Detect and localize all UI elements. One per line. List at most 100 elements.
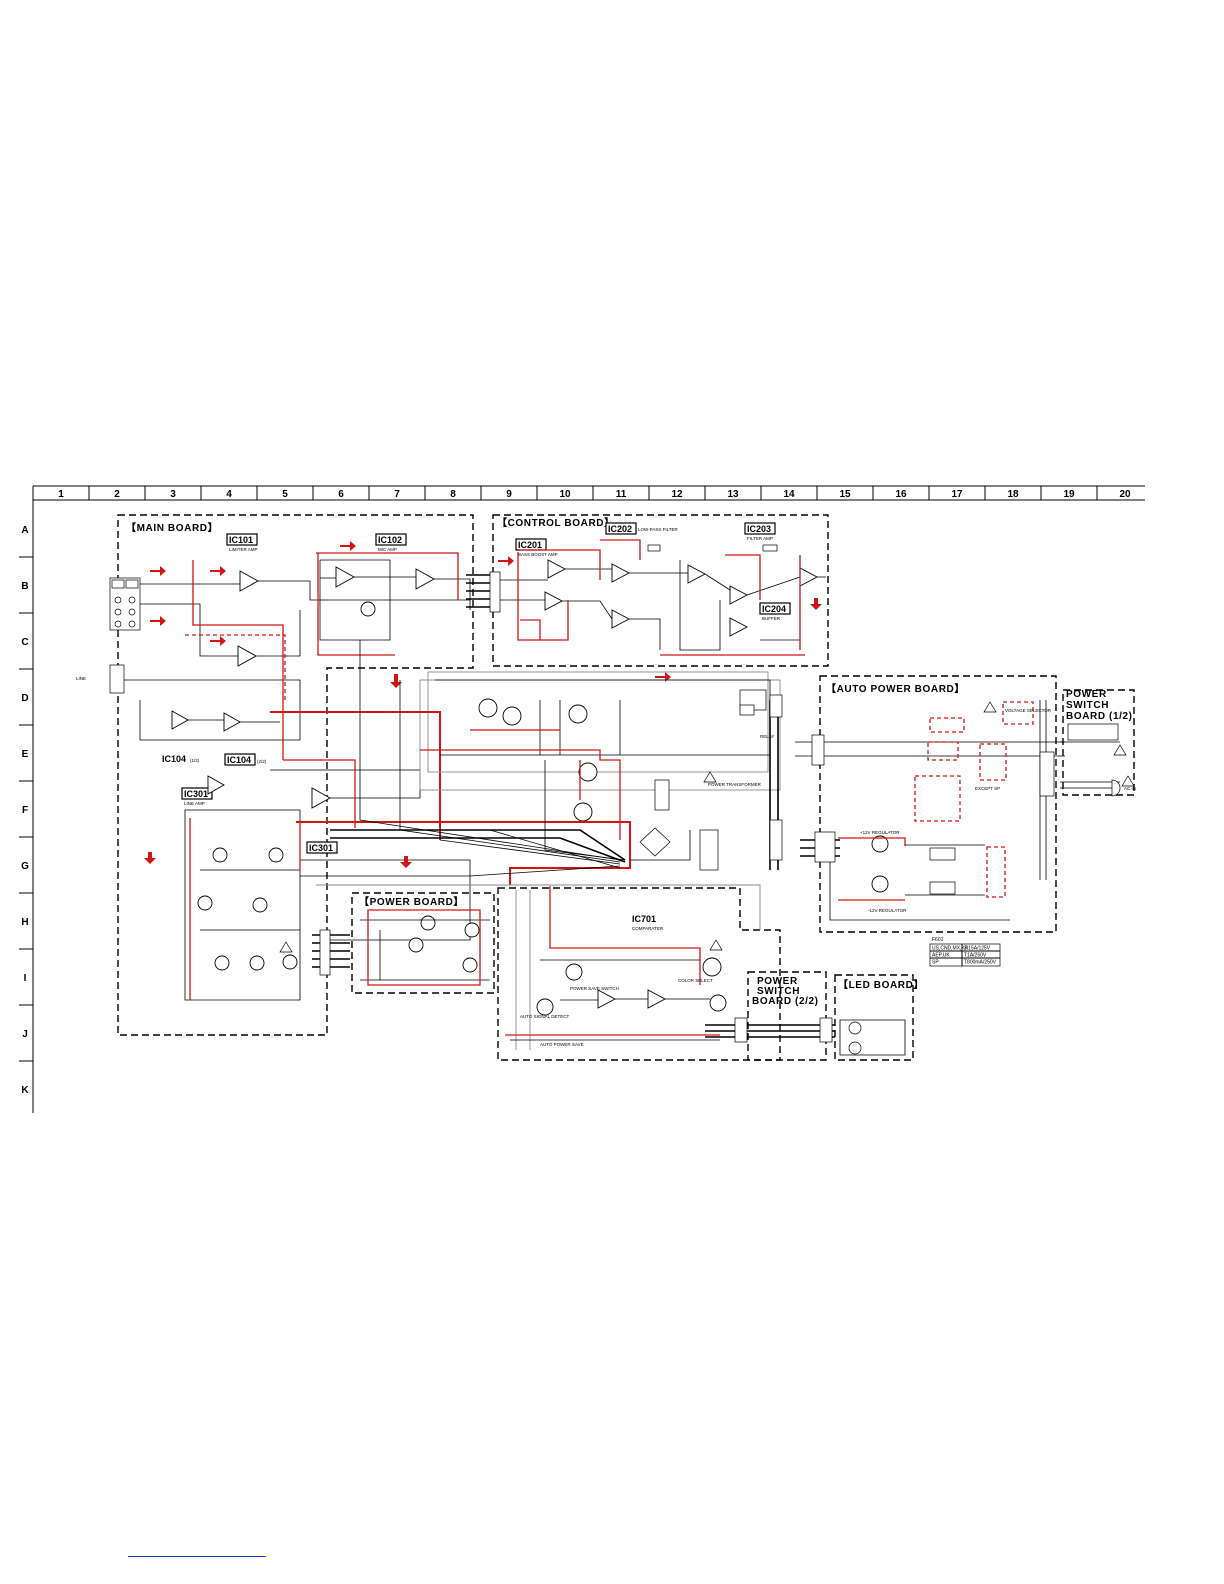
row-label: A — [21, 525, 28, 536]
ic104a-label: IC104 — [162, 754, 186, 764]
ic204-label: IC204 — [762, 604, 786, 614]
row-label: B — [21, 581, 28, 592]
col-label: 1 — [58, 489, 64, 500]
col-label: 3 — [170, 489, 176, 500]
grid-frame — [19, 485, 1145, 1113]
ic202-sublabel: LOW-PASS FILTER — [638, 527, 679, 532]
row-label: J — [22, 1029, 28, 1040]
control-board-circuit — [466, 539, 826, 656]
auto-power-board-frame — [819, 675, 1057, 933]
power-switch-2-frame — [747, 971, 827, 1061]
power-save-switch-label: POWER SAVE SWITCH — [570, 986, 619, 991]
row-label: H — [21, 917, 28, 928]
col-label: 5 — [282, 489, 288, 500]
ic201-sublabel: BASS BOOST AMP — [518, 552, 558, 557]
row-labels: A B C D E F G H I J K — [21, 525, 29, 1096]
line-input-label: LINE — [76, 676, 86, 681]
warning-icon — [703, 771, 717, 783]
signal-arrows — [144, 541, 822, 868]
power-switch-1-title: POWER — [1066, 689, 1107, 700]
col-label: 14 — [783, 489, 795, 500]
warning-icon — [1113, 744, 1127, 756]
col-label: 16 — [895, 489, 907, 500]
regulator-neg-label: -12V REGULATOR — [868, 908, 907, 913]
ic701-sublabel: COMPARATER — [632, 926, 664, 931]
warning-icon — [709, 939, 723, 951]
power-board-frame — [351, 892, 495, 994]
col-label: 13 — [727, 489, 739, 500]
ic203-sublabel: FILTER AMP — [747, 536, 773, 541]
ic701-section: AUTO POWER SAVE AUTO SIGNAL DETECT POWER… — [505, 886, 906, 1056]
ic203-label: IC203 — [747, 524, 771, 534]
col-label: 9 — [506, 489, 512, 500]
row-label: G — [21, 861, 29, 872]
ic104a-suffix: (1/2) — [190, 758, 200, 763]
ic202-label: IC202 — [608, 524, 632, 534]
col-label: 11 — [616, 489, 627, 500]
fuse-rating: T800mA/250V — [964, 960, 997, 966]
ic201-label: IC201 — [518, 540, 542, 550]
power-board-title: 【POWER BOARD】 — [359, 895, 464, 908]
board-frames — [117, 514, 1135, 1061]
control-board-title: 【CONTROL BOARD】 — [497, 516, 615, 529]
fuse-rating: T1A/250V — [964, 953, 987, 959]
main-board-circuit: LINE — [76, 552, 471, 1001]
power-transformer-label: POWER TRANSFORMER — [708, 782, 762, 787]
ic101-label: IC101 — [229, 535, 253, 545]
col-label: 7 — [394, 489, 400, 500]
row-label: F — [22, 805, 28, 816]
control-lower-frame — [497, 887, 781, 1061]
fuse-table: F601 US,CND,MX,KR 3.15A/125V AEP,UK T1A/… — [929, 937, 1001, 967]
main-board-title: 【MAIN BOARD】 — [126, 521, 218, 534]
power-switch-2-title: SWITCH — [757, 986, 800, 997]
col-label: 17 — [951, 489, 963, 500]
ic-labels: IC101 LIMITER AMP IC102 MIC AMP IC201 BA… — [162, 522, 791, 931]
power-board-circuit — [330, 909, 490, 986]
row-label: D — [21, 693, 28, 704]
col-label: 20 — [1119, 489, 1131, 500]
fuse-rating: 3.15A/125V — [964, 946, 991, 952]
col-label: 4 — [226, 489, 232, 500]
col-label: 18 — [1007, 489, 1019, 500]
fuse-region: SP — [932, 960, 939, 966]
voltage-selector-label: VOLTAGE SELECTOR — [1005, 708, 1052, 713]
row-label: K — [21, 1085, 29, 1096]
fuse-region: AEP,UK — [932, 953, 950, 959]
auto-power-save-label: AUTO POWER SAVE — [540, 1042, 584, 1047]
central-power-section: RELAY POWER TRANSFORMER — [270, 640, 783, 1050]
ic701-label: IC701 — [632, 914, 656, 924]
footer-underline — [128, 1556, 266, 1557]
row-label: C — [21, 637, 28, 648]
ic104b-label: IC104 — [227, 755, 251, 765]
relay-label: RELAY — [760, 734, 774, 739]
auto-signal-detect-label: AUTO SIGNAL DETECT — [520, 1014, 570, 1019]
ic204-sublabel: BUFFER — [762, 616, 781, 621]
col-label: 15 — [839, 489, 851, 500]
col-label: 10 — [559, 489, 571, 500]
ic301b-label: IC301 — [309, 843, 333, 853]
color-select-label: COLOR SELECT — [678, 978, 713, 983]
fuse-table-title: F601 — [932, 937, 944, 943]
col-label: 12 — [671, 489, 683, 500]
row-label: I — [24, 973, 27, 984]
power-switch-1-title: SWITCH — [1066, 700, 1109, 711]
power-switch-2-title: POWER — [757, 976, 798, 987]
row-label: E — [22, 749, 29, 760]
control-board-frame — [492, 514, 829, 667]
auto-power-circuit: VOLTAGE SELECTOR EXCEPT SP +12V REGULATO… — [795, 700, 1136, 921]
fuse-region: US,CND,MX,KR — [932, 946, 969, 952]
col-label: 6 — [338, 489, 344, 500]
ac-in-label: AC IN — [1124, 786, 1136, 791]
col-label: 2 — [114, 489, 120, 500]
warning-icon — [279, 941, 293, 953]
power-switch-1-frame — [1062, 689, 1135, 796]
regulator-pos-label: +12V REGULATOR — [860, 830, 900, 835]
ic301-sublabel: LINE AMP — [184, 801, 205, 806]
warning-icon — [1121, 775, 1135, 787]
except-sp-label: EXCEPT SP — [975, 786, 1000, 791]
ic104b-suffix: (2/2) — [257, 759, 267, 764]
power-switch-1-title: BOARD (1/2) — [1066, 711, 1133, 722]
ic102-sublabel: MIC AMP — [378, 547, 397, 552]
column-labels: 1 2 3 4 5 6 7 8 9 10 11 12 13 14 15 16 1… — [58, 489, 1131, 500]
